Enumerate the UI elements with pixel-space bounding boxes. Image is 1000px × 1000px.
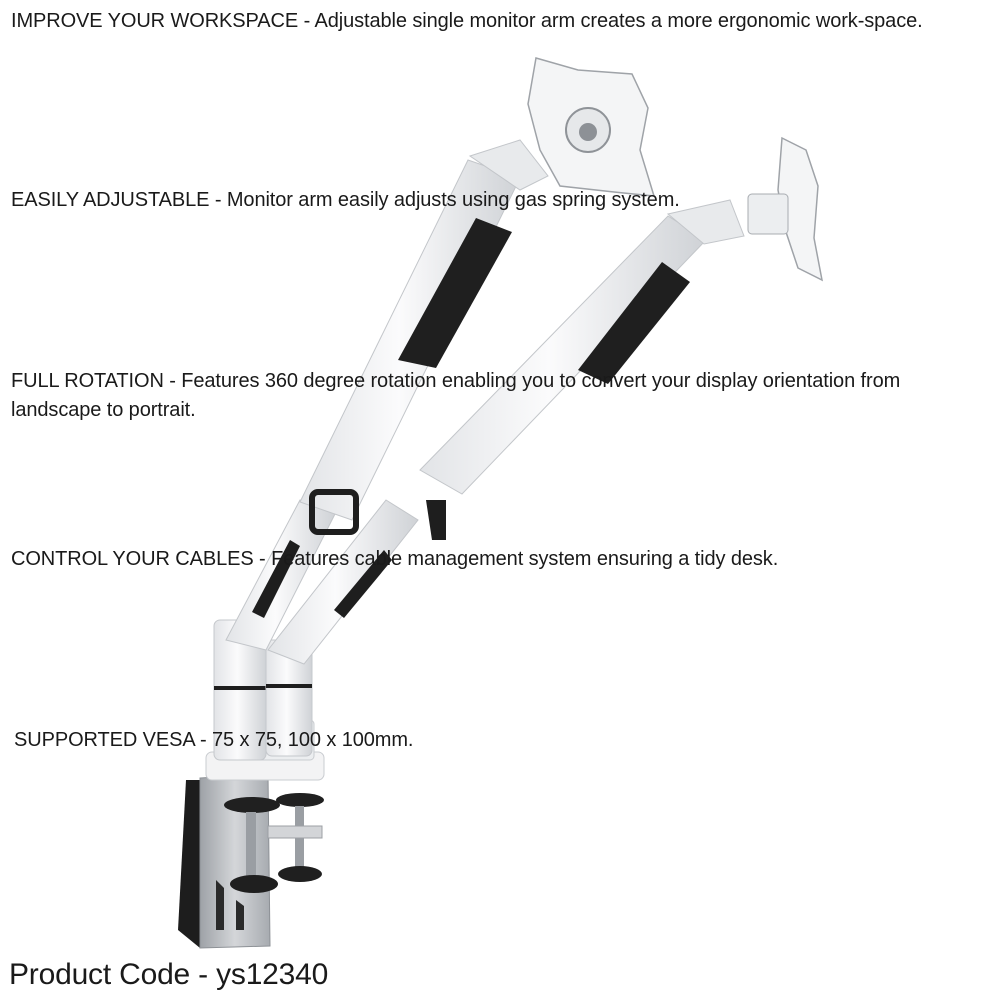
left-vesa-plate	[527, 57, 656, 197]
right-vesa-plate	[747, 136, 824, 282]
right-arm	[267, 199, 745, 665]
mounting-pole	[213, 619, 313, 761]
left-arm	[225, 139, 549, 651]
product-code: Product Code - ys12340	[9, 958, 329, 991]
feature-vesa: SUPPORTED VESA - 75 x 75, 100 x 100mm.	[14, 729, 414, 751]
desk-clamp	[178, 719, 325, 949]
feature-cables: CONTROL YOUR CABLES - Features cable man…	[11, 548, 779, 570]
feature-rotation: FULL ROTATION - Features 360 degree rota…	[11, 370, 901, 421]
feature-adjustable: EASILY ADJUSTABLE - Monitor arm easily a…	[11, 189, 680, 211]
feature-workspace: IMPROVE YOUR WORKSPACE - Adjustable sing…	[11, 10, 923, 32]
